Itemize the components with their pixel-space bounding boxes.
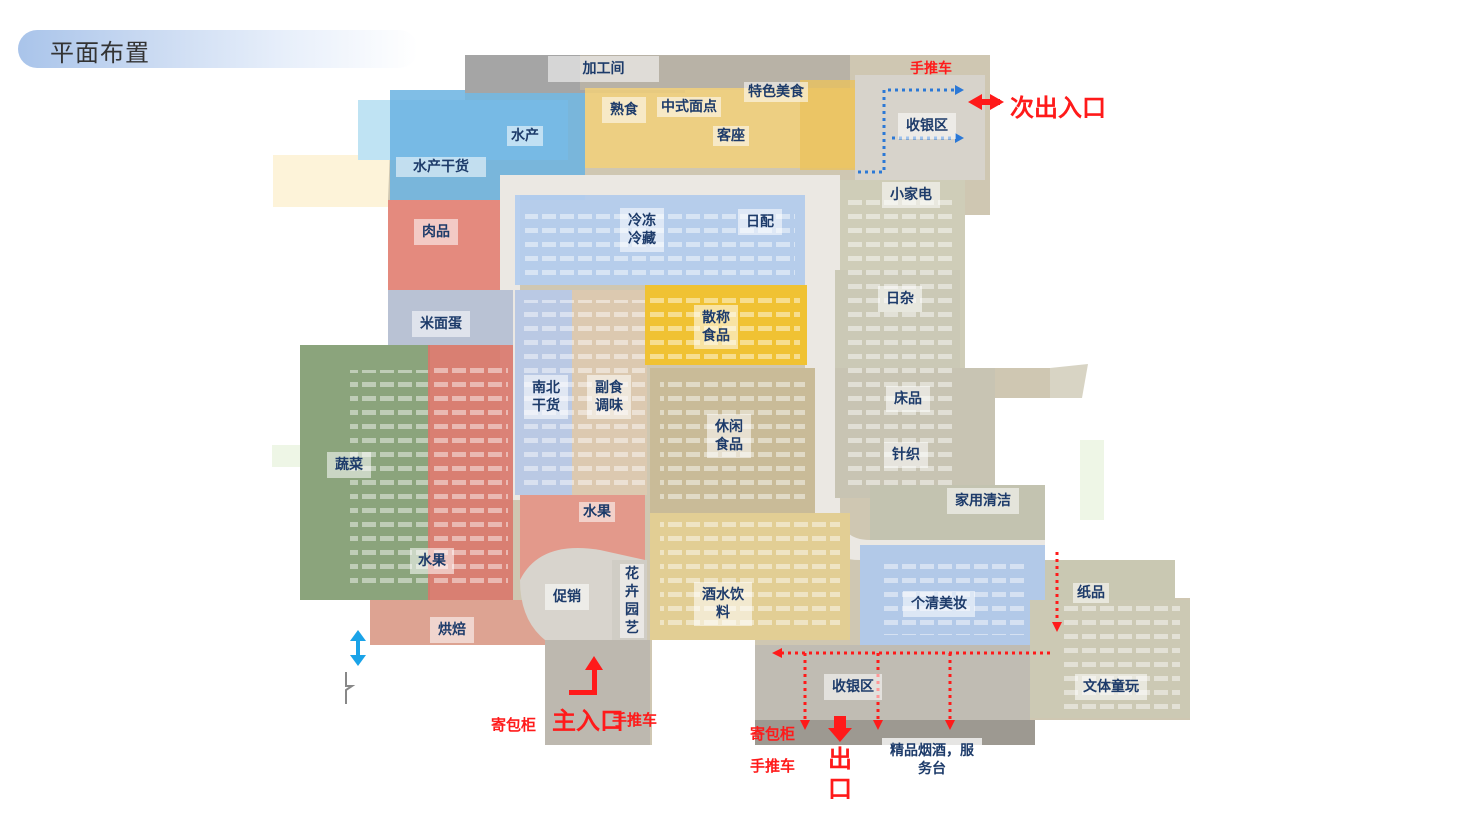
outer-strip-right: [1050, 364, 1088, 398]
zone-label-dry-goods: 南北 干货: [524, 375, 568, 419]
marker-locker-left: 寄包柜: [491, 716, 537, 734]
outer-strip-left: [273, 155, 395, 207]
flow-head-top-1: [955, 85, 964, 95]
marker-main-entrance: 主入口: [552, 707, 624, 735]
zone-main-entrance: [545, 640, 650, 745]
zone-label-household-cleaning: 家用清洁: [947, 488, 1019, 514]
zone-label-bedding: 床品: [886, 386, 930, 412]
marker-locker-right: 寄包柜: [750, 725, 796, 743]
zone-label-specialty-food: 特色美食: [744, 82, 808, 102]
zone-right-shelves: [845, 200, 955, 490]
marker-cart-left: 手推车: [612, 711, 658, 729]
zone-label-personal-care: 个清美妆: [903, 591, 975, 617]
zone-label-meat: 肉品: [414, 219, 458, 245]
door-sign: [345, 672, 356, 704]
marker-cart-top: 手推车: [910, 61, 952, 77]
zone-label-drinks: 酒水饮 料: [694, 582, 752, 626]
zone-label-aquatic: 水产: [507, 126, 543, 146]
marker-cart-right: 手推车: [750, 757, 796, 775]
zone-label-cooked-food: 熟食: [602, 97, 646, 123]
zone-label-bulk-food: 散称 食品: [694, 305, 738, 349]
zone-label-snacks: 休闲 食品: [707, 414, 751, 458]
zone-label-bakery: 烘焙: [430, 617, 474, 643]
exit-flow-head-4: [873, 720, 883, 730]
exit-flow-arrows-icon: [780, 552, 1059, 722]
side-door-arrow-icon: [350, 630, 366, 666]
zone-label-condiments: 副食 调味: [587, 375, 631, 419]
zone-label-dried-aquatic: 水产干货: [396, 157, 486, 177]
zone-label-fruit-left: 水果: [410, 548, 454, 574]
zone-label-sundries: 日杂: [878, 286, 922, 312]
zone-label-garden: 花 卉 园 艺: [620, 564, 644, 638]
zone-label-rice-noodle-egg: 米面蛋: [412, 311, 470, 337]
marker-exit: 出 口: [828, 745, 852, 803]
zone-checkout-bottom: [755, 645, 1030, 720]
zone-deli-right: [800, 80, 855, 170]
zone-meat: [388, 200, 500, 290]
zone-label-small-appliances: 小家电: [882, 182, 940, 208]
zone-label-paper: 纸品: [1073, 583, 1109, 603]
zone-label-promotion: 促销: [545, 584, 589, 610]
outer-strip-right2: [1080, 440, 1104, 520]
zone-label-vegetables: 蔬菜: [327, 452, 371, 478]
zone-label-checkout-bottom: 收银区: [824, 674, 882, 700]
exit-flow-head-5: [945, 720, 955, 730]
zone-label-seating: 客座: [713, 126, 749, 146]
exit-flow-head-2: [772, 648, 782, 658]
zone-label-processing-room: 加工间: [548, 56, 659, 82]
page-title: 平面布置: [50, 39, 150, 67]
secondary-entrance-arrow-icon: [968, 94, 1004, 110]
flow-head-top-2: [955, 133, 964, 143]
zone-label-checkout-top: 收银区: [898, 113, 956, 139]
zone-label-frozen-chilled: 冷冻 冷藏: [620, 208, 664, 252]
exit-arrow-icon: [828, 716, 852, 742]
title-bar: [18, 30, 418, 68]
marker-secondary-entrance: 次出入口: [1010, 94, 1106, 122]
zone-label-dairy: 日配: [738, 209, 782, 235]
zone-label-pastry: 中式面点: [657, 97, 721, 117]
zone-label-fruit-center: 水果: [579, 502, 615, 522]
zone-label-stationery-toys: 文体童玩: [1075, 674, 1147, 700]
zone-label-knitwear: 针织: [884, 442, 928, 468]
main-entrance-arrow-icon: [569, 656, 603, 695]
exit-flow-head-3: [800, 720, 810, 730]
exit-flow-head-1: [1052, 622, 1062, 632]
zone-label-tobacco-service: 精品烟酒，服 务台: [882, 738, 982, 782]
